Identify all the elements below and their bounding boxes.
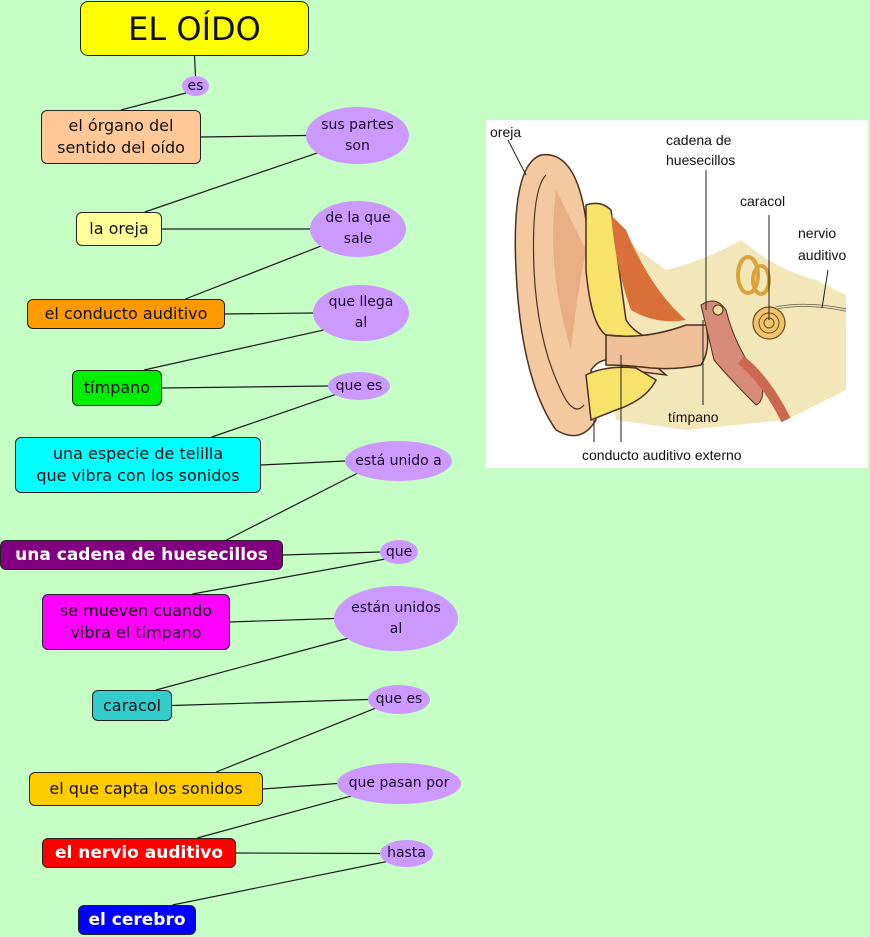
connector-line bbox=[226, 472, 359, 541]
connector-line bbox=[262, 782, 338, 790]
concept-telilla[interactable]: una especie de telilla que vibra con los… bbox=[15, 437, 261, 493]
link-phrase-hasta[interactable]: hasta bbox=[380, 840, 433, 867]
cartilage-upper bbox=[585, 202, 652, 339]
semicircular-canal bbox=[736, 255, 760, 295]
connector-line bbox=[260, 460, 346, 466]
connector-line bbox=[192, 558, 385, 595]
concept-se-mueven[interactable]: se mueven cuando vibra el tímpano bbox=[42, 594, 230, 650]
link-phrase-esta-unido-a[interactable]: está unido a bbox=[345, 441, 452, 481]
label-timpano: tímpano bbox=[668, 409, 719, 425]
connector-line bbox=[224, 312, 314, 315]
link-phrase-que-es[interactable]: que es bbox=[328, 372, 390, 400]
connector-line bbox=[155, 637, 350, 691]
link-phrase-que[interactable]: que bbox=[380, 540, 418, 564]
concept-capta-sonidos[interactable]: el que capta los sonidos bbox=[29, 772, 263, 806]
connector-line bbox=[185, 245, 322, 300]
connector-line bbox=[215, 707, 376, 773]
link-phrase-es[interactable]: es bbox=[182, 76, 209, 96]
connector-line bbox=[143, 329, 325, 371]
muscle bbox=[611, 215, 686, 322]
concept-nervio-auditivo[interactable]: el nervio auditivo bbox=[42, 838, 236, 868]
ossicle bbox=[712, 304, 724, 316]
concept-cadena-huesecillos[interactable]: una cadena de huesecillos bbox=[0, 540, 283, 570]
connector-line bbox=[120, 92, 187, 111]
concept-oreja[interactable]: la oreja bbox=[76, 212, 162, 246]
title-concept[interactable]: EL OÍDO bbox=[80, 1, 309, 56]
ear-canal bbox=[605, 324, 709, 370]
concept-cerebro[interactable]: el cerebro bbox=[78, 905, 196, 935]
connector-line bbox=[282, 551, 381, 556]
label-oreja: oreja bbox=[490, 124, 521, 140]
connector-line bbox=[161, 385, 329, 389]
connector-line bbox=[200, 134, 307, 138]
connector-line bbox=[211, 393, 336, 438]
auditory-nerve bbox=[775, 304, 847, 311]
leader-line bbox=[821, 269, 829, 309]
link-phrase-de-la-que-sale[interactable]: de la que sale bbox=[310, 201, 406, 257]
pinna-fold bbox=[532, 174, 585, 410]
connector-line bbox=[193, 55, 197, 77]
leader-line bbox=[507, 139, 527, 176]
connector-line bbox=[144, 152, 319, 213]
link-phrase-que-pasan-por[interactable]: que pasan por bbox=[337, 763, 461, 804]
connector-line bbox=[171, 698, 369, 707]
label-conducto: conducto auditivo externo bbox=[582, 447, 742, 463]
connector-line bbox=[197, 795, 353, 839]
label-caracol: caracol bbox=[740, 193, 785, 209]
concept-timpano[interactable]: tímpano bbox=[72, 370, 162, 406]
link-phrase-que-llega-al[interactable]: que llega al bbox=[313, 285, 409, 341]
pinna-shade bbox=[553, 190, 586, 350]
connector-line bbox=[172, 861, 387, 906]
concept-organo[interactable]: el órgano del sentido del oído bbox=[41, 110, 201, 164]
link-phrase-estan-unidos-al[interactable]: están unidos al bbox=[334, 586, 458, 651]
connector-line bbox=[235, 852, 381, 855]
link-phrase-sus-partes-son[interactable]: sus partes son bbox=[306, 107, 409, 164]
eustachian-tube bbox=[737, 356, 791, 423]
concept-conducto-auditivo[interactable]: el conducto auditivo bbox=[27, 299, 225, 329]
connector-line bbox=[229, 617, 335, 623]
concept-caracol[interactable]: caracol bbox=[92, 690, 172, 721]
link-phrase-que-es[interactable]: que es bbox=[368, 685, 430, 714]
